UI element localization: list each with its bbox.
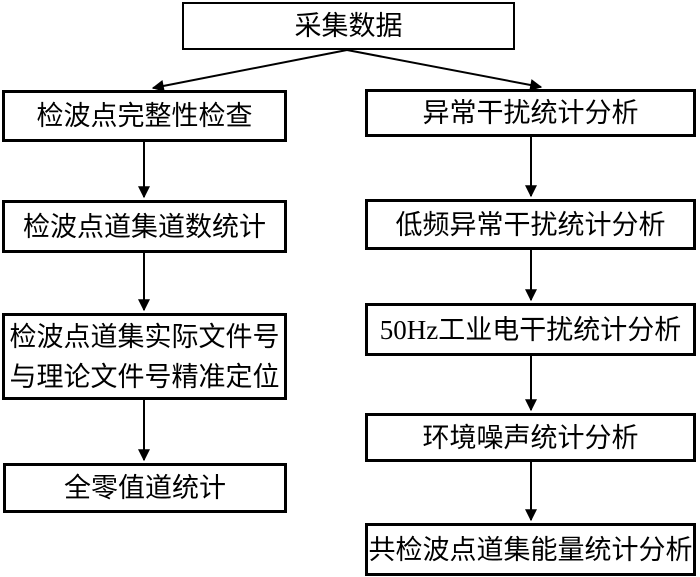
node-abnormal-interference-analysis: 异常干扰统计分析	[365, 89, 696, 137]
node-geophone-integrity-check-label: 检波点完整性检查	[36, 101, 253, 131]
node-file-number-precise-location: 检波点道集实际文件号 与理论文件号精准定位	[2, 313, 287, 400]
arrow-root-to-left	[151, 49, 348, 92]
node-low-freq-interference-analysis: 低频异常干扰统计分析	[365, 199, 696, 250]
node-geophone-gather-trace-count: 检波点道集道数统计	[2, 200, 287, 253]
node-common-geophone-gather-energy-analysis-label: 共检波点道集能量统计分析	[368, 534, 693, 565]
node-geophone-gather-trace-count-label: 检波点道集道数统计	[23, 211, 266, 242]
node-50hz-industrial-interference-analysis-label: 50Hz工业电干扰统计分析	[379, 314, 682, 345]
node-collect-data: 采集数据	[182, 2, 515, 50]
node-all-zero-trace-statistics: 全零值道统计	[3, 463, 287, 513]
node-all-zero-trace-statistics-label: 全零值道统计	[64, 473, 226, 503]
node-file-number-precise-location-line1: 检波点道集实际文件号	[9, 321, 280, 352]
node-collect-data-label: 采集数据	[294, 11, 403, 41]
node-low-freq-interference-analysis-label: 低频异常干扰统计分析	[395, 209, 666, 240]
node-abnormal-interference-analysis-label: 异常干扰统计分析	[422, 98, 639, 128]
arrow-root-to-right	[346, 49, 543, 91]
node-ambient-noise-analysis: 环境噪声统计分析	[365, 413, 696, 462]
node-common-geophone-gather-energy-analysis: 共检波点道集能量统计分析	[365, 523, 696, 576]
node-50hz-industrial-interference-analysis: 50Hz工业电干扰统计分析	[365, 303, 696, 356]
node-ambient-noise-analysis-label: 环境噪声统计分析	[422, 422, 639, 453]
node-file-number-precise-location-line2: 与理论文件号精准定位	[9, 361, 280, 392]
node-geophone-integrity-check: 检波点完整性检查	[2, 90, 287, 142]
